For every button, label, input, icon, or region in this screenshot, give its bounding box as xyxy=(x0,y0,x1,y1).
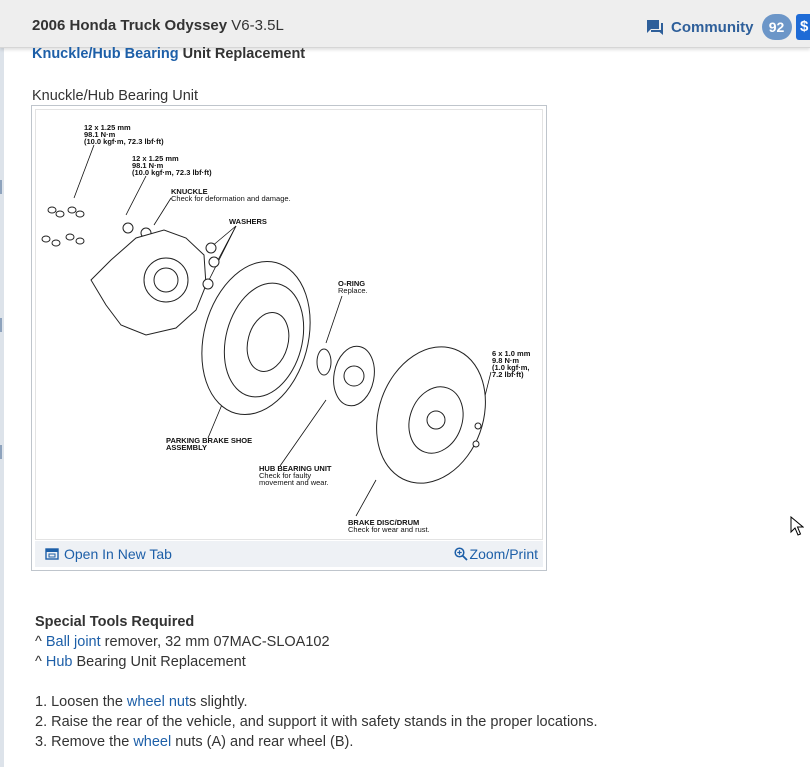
zoom-print-label: Zoom/Print xyxy=(469,546,538,562)
diagram-label: ASSEMBLY xyxy=(166,443,207,452)
figure-caption: Knuckle/Hub Bearing Unit xyxy=(32,88,199,104)
diagram-label: Check for faulty xyxy=(259,471,311,480)
diagram-label: BRAKE DISC/DRUM xyxy=(348,518,419,527)
dollar-button[interactable]: $ xyxy=(796,14,810,40)
step-text: nuts (A) and rear wheel (B). xyxy=(171,734,354,750)
step-text: 3. Remove the xyxy=(35,734,134,750)
diagram-label: O-RING xyxy=(338,279,365,288)
caret-icon: ^ xyxy=(35,654,42,670)
vehicle-title: 2006 Honda Truck Odyssey V6-3.5L xyxy=(32,17,284,34)
step-item: 1. Loosen the wheel nuts slightly. xyxy=(35,692,598,712)
edge-mark xyxy=(0,180,2,194)
tool-item: ^ Hub Bearing Unit Replacement xyxy=(35,652,330,672)
step-text: 2. Raise the rear of the vehicle, and su… xyxy=(35,714,598,730)
diagram-label: PARKING BRAKE SHOE xyxy=(166,436,252,445)
diagram-label: 6 x 1.0 mm xyxy=(492,349,531,358)
diagram-label: 98.1 N·m xyxy=(132,161,164,170)
page-title: Knuckle/Hub Bearing Unit Replacement xyxy=(32,46,305,62)
diagram-label: (10.0 kgf·m, 72.3 lbf·ft) xyxy=(132,168,212,177)
open-new-tab-link[interactable]: Open In New Tab xyxy=(45,546,172,562)
title-rest: Unit Replacement xyxy=(178,46,306,62)
diagram-label: Check for deformation and damage. xyxy=(171,194,291,203)
diagram-label: WASHERS xyxy=(229,217,267,226)
tool-link-ball-joint[interactable]: Ball joint xyxy=(45,634,101,650)
chat-icon xyxy=(647,20,663,35)
diagram-image[interactable]: 12 x 1.25 mm 98.1 N·m (10.0 kgf·m, 72.3 … xyxy=(35,109,543,540)
diagram-label: KNUCKLE xyxy=(171,187,208,196)
step-text: s slightly. xyxy=(189,694,248,710)
diagram-label: HUB BEARING UNIT xyxy=(259,464,332,473)
step-link-wheel[interactable]: wheel xyxy=(133,734,172,750)
tool-link-hub[interactable]: Hub xyxy=(45,654,73,670)
left-edge-bar xyxy=(0,0,4,767)
mouse-cursor-icon xyxy=(790,516,804,536)
top-header: 2006 Honda Truck Odyssey V6-3.5L Communi… xyxy=(0,0,810,48)
caret-icon: ^ xyxy=(35,634,42,650)
diagram-label: (1.0 kgf·m, xyxy=(492,363,530,372)
diagram-label: 98.1 N·m xyxy=(84,130,116,139)
diagram-label: 9.8 N·m xyxy=(492,356,519,365)
vehicle-engine: V6-3.5L xyxy=(231,17,284,34)
knuckle-hub-diagram: 12 x 1.25 mm 98.1 N·m (10.0 kgf·m, 72.3 … xyxy=(41,123,531,534)
edge-mark xyxy=(0,445,2,459)
tool-item: ^ Ball joint remover, 32 mm 07MAC-SLOA10… xyxy=(35,632,330,652)
community-label: Community xyxy=(671,18,754,36)
tool-text: remover, 32 mm 07MAC-SLOA102 xyxy=(100,634,330,650)
title-link-knuckle-hub-bearing[interactable]: Knuckle/Hub Bearing xyxy=(32,46,179,62)
diagram-label: 12 x 1.25 mm xyxy=(132,154,179,163)
diagram-label: (10.0 kgf·m, 72.3 lbf·ft) xyxy=(84,137,164,146)
bolts-group xyxy=(41,206,152,247)
procedure-steps: 1. Loosen the wheel nuts slightly. 2. Ra… xyxy=(35,692,598,752)
open-new-tab-label: Open In New Tab xyxy=(64,546,172,562)
vehicle-name: 2006 Honda Truck Odyssey xyxy=(32,17,228,34)
open-tab-icon xyxy=(45,548,59,560)
special-tools-heading: Special Tools Required xyxy=(35,614,195,630)
diagram-label: movement and wear. xyxy=(259,478,329,487)
special-tools-section: Special Tools Required ^ Ball joint remo… xyxy=(35,612,330,672)
diagram-label: Replace. xyxy=(338,286,368,295)
community-count-badge: 92 xyxy=(761,14,792,40)
zoom-in-icon xyxy=(453,547,468,561)
step-item: 2. Raise the rear of the vehicle, and su… xyxy=(35,712,598,732)
figure-panel: 12 x 1.25 mm 98.1 N·m (10.0 kgf·m, 72.3 … xyxy=(31,105,547,571)
figure-toolbar: Open In New Tab Zoom/Print xyxy=(35,541,543,567)
tool-text: Bearing Unit Replacement xyxy=(72,654,246,670)
zoom-print-link[interactable]: Zoom/Print xyxy=(453,546,538,562)
o-ring xyxy=(316,348,332,376)
step-link-wheel-nut[interactable]: wheel nut xyxy=(126,694,189,710)
diagram-label: Check for wear and rust. xyxy=(348,525,430,534)
step-text: 1. Loosen the xyxy=(35,694,127,710)
diagram-label: 12 x 1.25 mm xyxy=(84,123,131,132)
diagram-label: 7.2 lbf·ft) xyxy=(492,370,524,379)
edge-mark xyxy=(0,318,2,332)
step-item: 3. Remove the wheel nuts (A) and rear wh… xyxy=(35,732,598,752)
community-button[interactable]: Community 92 xyxy=(645,14,792,40)
